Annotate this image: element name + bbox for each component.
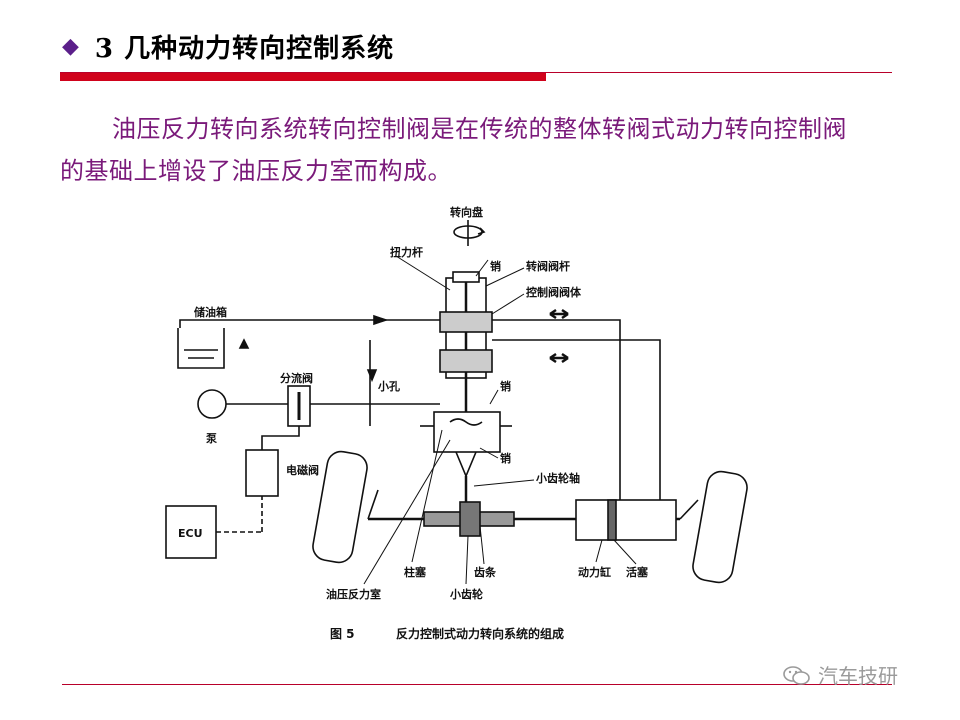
label-ecu: ECU — [178, 527, 203, 540]
label-reservoir: 储油箱 — [194, 305, 227, 319]
footer-rule — [62, 684, 892, 685]
title-rule-thick — [60, 73, 546, 81]
label-steering-wheel: 转向盘 — [450, 205, 483, 219]
label-flow-divider: 分流阀 — [280, 371, 313, 385]
label-pin-mid: 销 — [500, 379, 511, 393]
watermark-text: 汽车技研 — [818, 664, 898, 688]
label-pinion: 小齿轮 — [449, 587, 483, 601]
label-valve-rod: 转阀阀杆 — [526, 259, 570, 273]
body-paragraph: 油压反力转向系统转向控制阀是在传统的整体转阀式动力转向控制阀的基础上增设了油压反… — [60, 115, 847, 185]
slide-title: 3 几种动力转向控制系统 — [94, 33, 395, 64]
label-piston: 活塞 — [626, 565, 649, 579]
label-rack: 齿条 — [474, 565, 497, 579]
figure-caption: 反力控制式动力转向系统的组成 — [396, 626, 564, 641]
wechat-icon — [783, 665, 810, 685]
watermark: 汽车技研 — [782, 660, 898, 689]
steering-system-diagram: 转向盘 扭力杆 销 转阀阀杆 控制阀阀体 储油箱 分流阀 小孔 销 泵 电磁阀 … — [165, 205, 748, 641]
title-row: ◆ 3 几种动力转向控制系统 — [62, 26, 394, 66]
label-orifice: 小孔 — [377, 379, 400, 393]
label-plunger: 柱塞 — [404, 565, 427, 579]
label-valve-body: 控制阀阀体 — [526, 285, 582, 299]
label-cylinder: 动力缸 — [578, 565, 611, 579]
figure-number: 图 5 — [330, 627, 355, 641]
title-rule-thin — [60, 72, 892, 73]
label-pin-low: 销 — [500, 451, 511, 465]
label-reaction-chamber: 油压反力室 — [326, 587, 381, 601]
label-pump: 泵 — [206, 432, 217, 445]
label-solenoid: 电磁阀 — [286, 463, 319, 477]
label-pin-top: 销 — [490, 259, 501, 273]
label-pinion-shaft: 小齿轮轴 — [535, 471, 580, 485]
label-torsion-bar: 扭力杆 — [390, 245, 423, 259]
diamond-bullet-icon: ◆ — [62, 33, 79, 59]
